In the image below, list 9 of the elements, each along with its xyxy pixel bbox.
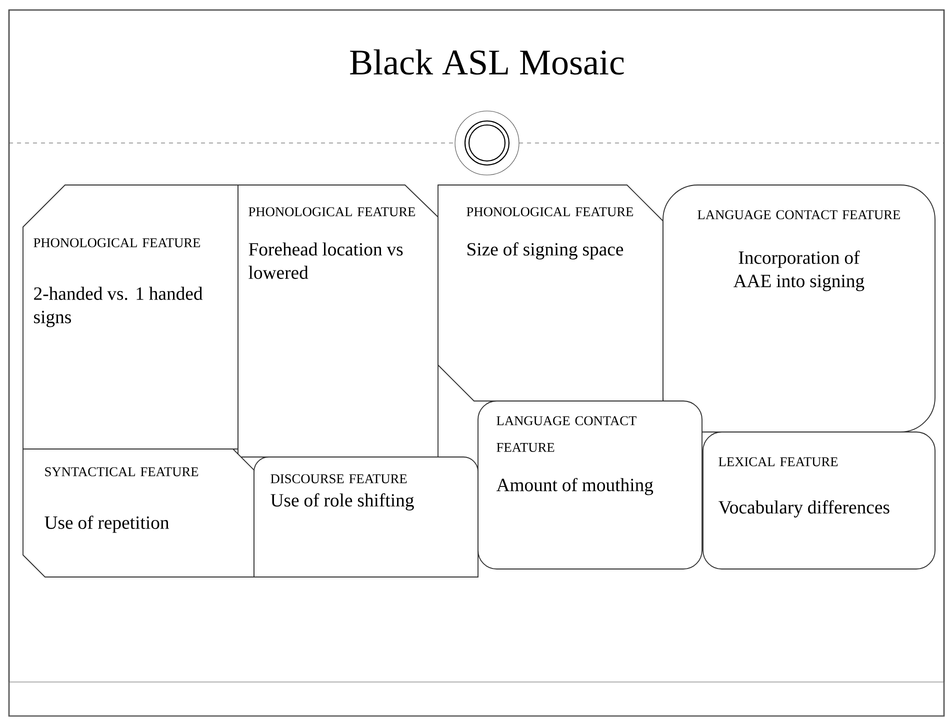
- feature-box: PHONOLOGICAL FEATURE 2-handed vs. 1 handed signs: [22, 184, 238, 450]
- feature-box: LEXICAL FEATURE Vocabulary differences: [702, 432, 936, 570]
- feature-box: PHONOLOGICAL FEATURE Forehead location vs lowered: [238, 184, 438, 458]
- feature-box: DISCOURSE FEATURE Use of role shifting: [254, 456, 478, 578]
- feature-box: LANGUAGE CONTACT FEATURE Incorporation of AAE into signing: [662, 184, 936, 432]
- feature-box: LANGUAGE CONTACT FEATURE Amount of mouthing: [478, 400, 702, 570]
- feature-box: PHONOLOGICAL FEATURE Size of signing space: [438, 184, 664, 402]
- feature-box: SYNTACTICAL FEATURE Use of repetition: [22, 448, 254, 578]
- slide-title: Black ASL Mosaic: [350, 49, 624, 75]
